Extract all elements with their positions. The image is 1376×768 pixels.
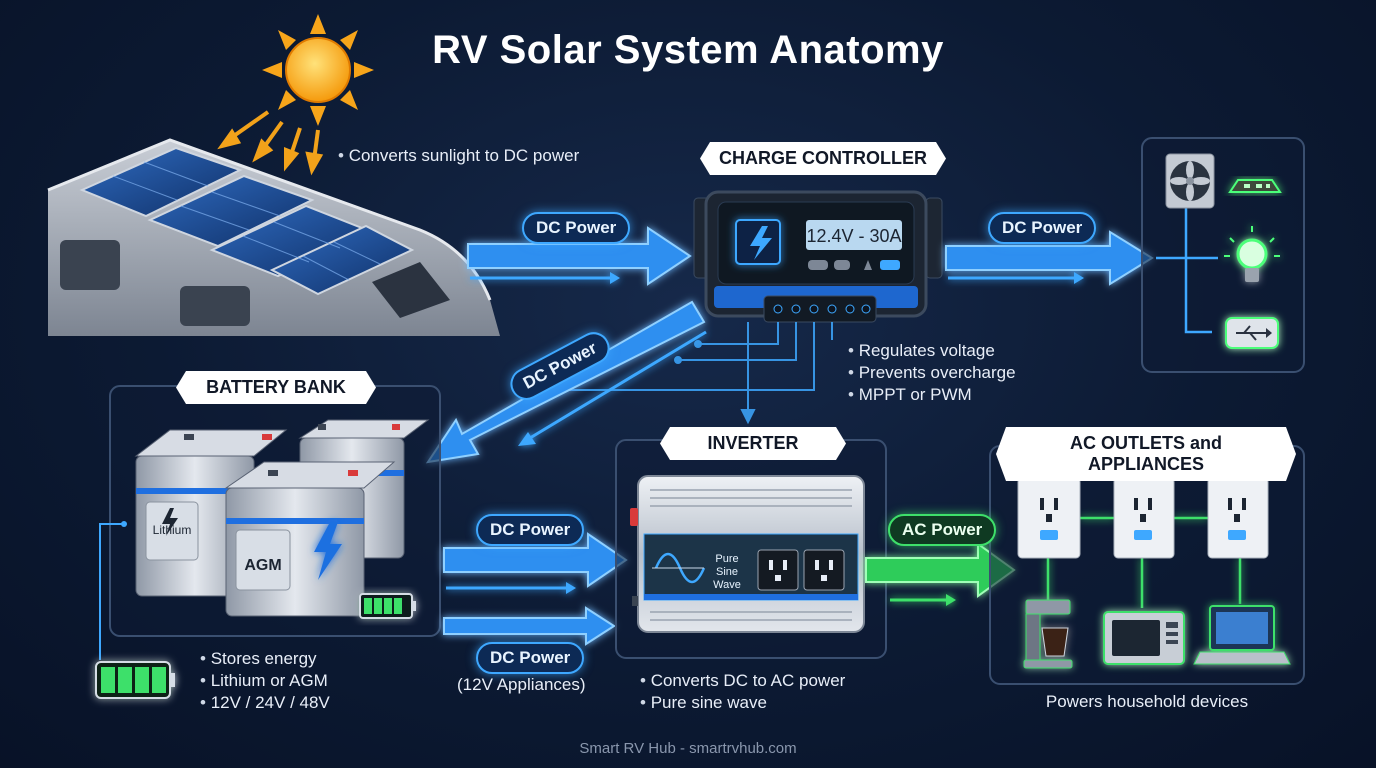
- battery-bullets: Stores energy Lithium or AGM 12V / 24V /…: [200, 648, 330, 714]
- flow-arrow-battery-appliances: [443, 606, 616, 646]
- led-strip-icon: [1228, 179, 1282, 193]
- battery-bullet: Stores energy: [200, 648, 330, 670]
- controller-display-text: 12.4V - 30A: [806, 226, 901, 246]
- controller-wires: [554, 322, 833, 425]
- inverter-badge-text: Pure Sine Wave: [713, 553, 741, 591]
- coffee-maker-icon: [1023, 599, 1073, 669]
- inverter-bullet: Converts DC to AC power: [640, 670, 846, 692]
- flow-label-inverter-ac: AC Power: [888, 514, 997, 546]
- solar-bullet: Converts sunlight to DC power: [338, 145, 580, 167]
- ac-caption: Powers household devices: [1045, 692, 1249, 711]
- footer-credit: Smart RV Hub - smartrvhub.com: [579, 740, 797, 757]
- flow-arrow-controller-battery: [425, 300, 707, 464]
- inverter-bullets: Converts DC to AC power Pure sine wave: [640, 670, 846, 714]
- flow-arrow-battery-inverter: [443, 532, 628, 594]
- sunray-arrows: [217, 110, 324, 176]
- battery-full-icon: [95, 661, 175, 699]
- flow-label-battery-appliances: DC Power: [476, 642, 585, 674]
- fan-icon: [1165, 153, 1215, 209]
- charge-controller-device: [693, 190, 943, 323]
- charge-controller-label: CHARGE CONTROLLER: [700, 142, 946, 175]
- flow-label-solar-controller: DC Power: [522, 212, 631, 244]
- controller-bullets: Regulates voltage Prevents overcharge MP…: [848, 340, 1016, 406]
- controller-bullet: Prevents overcharge: [848, 362, 1016, 384]
- battery-bank-label: BATTERY BANK: [176, 371, 376, 404]
- microwave-icon: [1103, 611, 1185, 665]
- laptop-icon: [1193, 605, 1291, 665]
- flow-arrow-solar-controller: [467, 226, 692, 286]
- controller-bullet: MPPT or PWM: [848, 384, 1016, 406]
- battery-level-icon: [359, 593, 416, 619]
- outlet-icon: [757, 549, 845, 591]
- solar-panel-icon: [79, 146, 415, 296]
- bulb-icon: [1224, 226, 1280, 282]
- inverter-bullet: Pure sine wave: [640, 692, 845, 714]
- battery1-label: Lithium: [153, 523, 192, 537]
- chip-icon: [735, 219, 781, 265]
- battery2-label: AGM: [244, 557, 281, 574]
- usb-icon: [1225, 317, 1279, 349]
- battery-bullet: Lithium or AGM: [200, 670, 330, 692]
- ac-outlet-icons: [1017, 477, 1269, 559]
- flow-label-battery-inverter: DC Power: [476, 514, 585, 546]
- page-title: RV Solar System Anatomy: [432, 28, 944, 72]
- appliances-caption: (12V Appliances): [457, 675, 586, 694]
- sun-icon: [262, 14, 374, 126]
- solar-bullets: Converts sunlight to DC power: [338, 145, 580, 167]
- battery-bullet: 12V / 24V / 48V: [200, 692, 330, 714]
- inverter-label: INVERTER: [660, 427, 846, 460]
- battery-bank-graphic: [134, 419, 430, 617]
- controller-bullet: Regulates voltage: [848, 340, 1016, 362]
- ac-outlets-label: AC OUTLETS and APPLIANCES: [996, 427, 1296, 481]
- flow-label-controller-loads: DC Power: [988, 212, 1097, 244]
- flow-arrow-controller-loads: [945, 230, 1154, 286]
